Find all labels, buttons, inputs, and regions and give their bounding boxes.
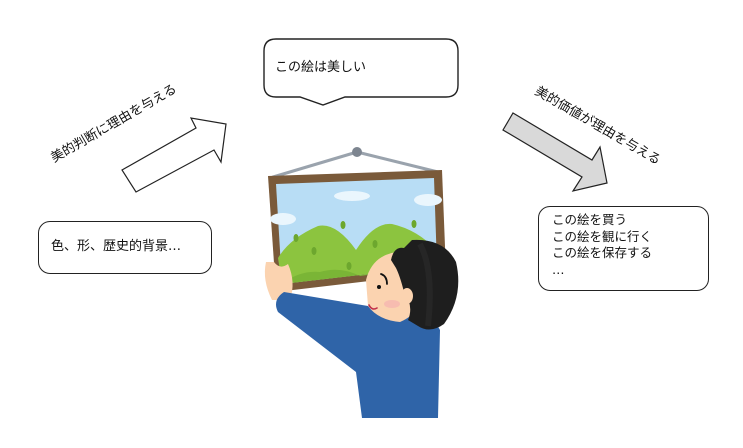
action-item: この絵を買う bbox=[552, 212, 628, 227]
actions-box: この絵を買う この絵を観に行く この絵を保存する … bbox=[538, 206, 709, 291]
action-item: この絵を観に行く bbox=[552, 228, 653, 244]
aesthetic-features-text: 色、形、歴史的背景… bbox=[51, 239, 182, 254]
aesthetic-features-box: 色、形、歴史的背景… bbox=[38, 221, 212, 274]
speech-bubble-shape bbox=[263, 38, 459, 106]
painting-illustration bbox=[264, 147, 459, 418]
action-item: … bbox=[552, 261, 565, 277]
speech-bubble-text: この絵は美しい bbox=[275, 60, 367, 75]
left-arrow-shape bbox=[121, 117, 227, 193]
right-arrow-shape bbox=[502, 112, 608, 192]
action-item: この絵を保存する bbox=[552, 245, 653, 260]
